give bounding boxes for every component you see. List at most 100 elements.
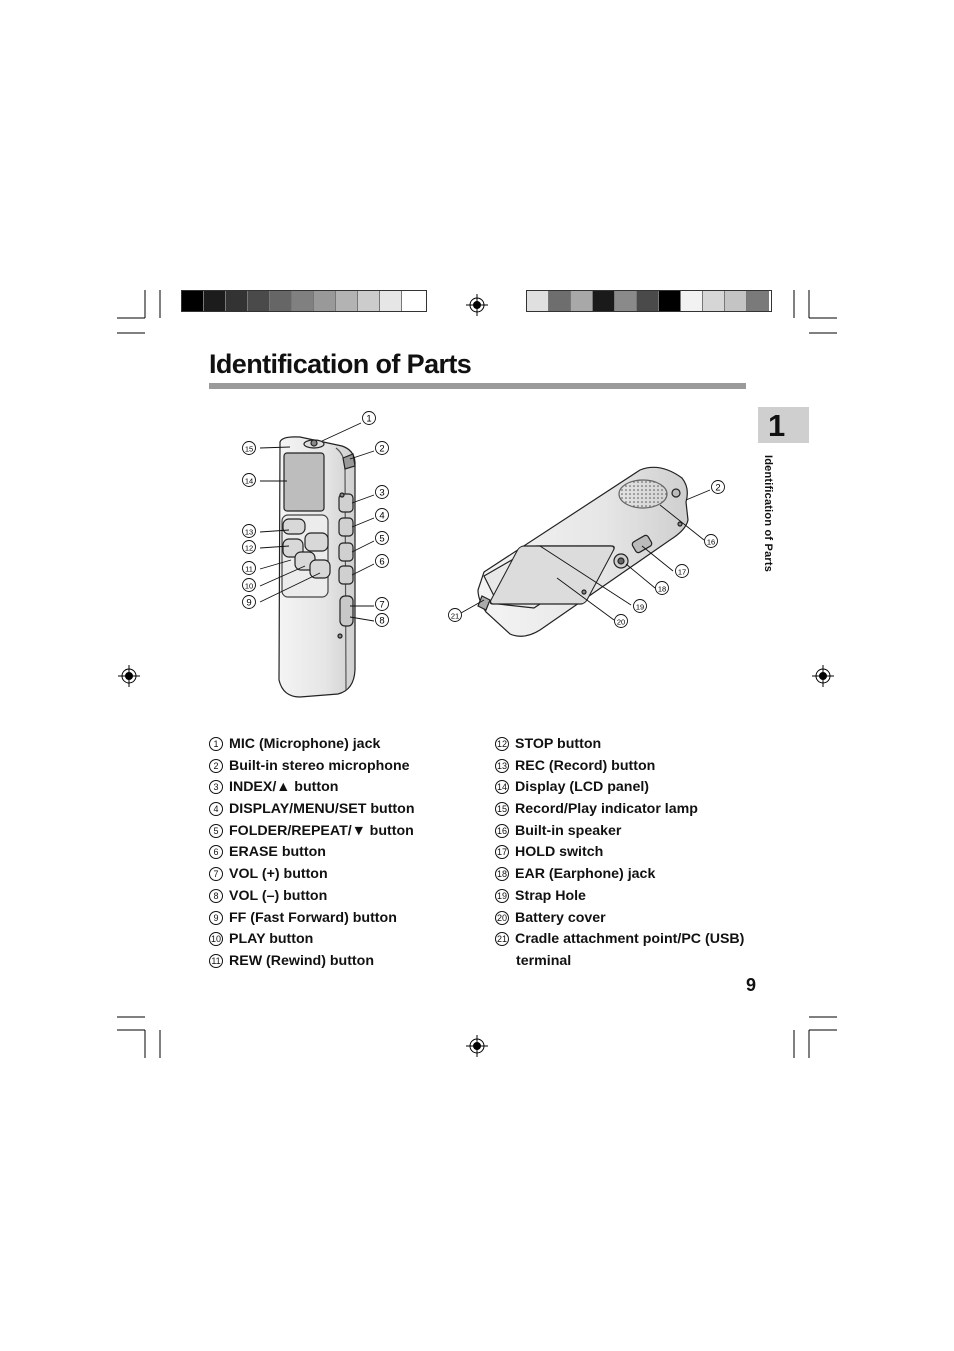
color-swatch xyxy=(725,291,747,311)
part-label: STOP button xyxy=(515,736,602,752)
svg-text:18: 18 xyxy=(658,584,666,593)
part-number: 17 xyxy=(495,845,509,860)
part-label: REW (Rewind) button xyxy=(229,952,374,969)
chapter-label: Identification of Parts xyxy=(762,455,774,573)
recorder-front-view xyxy=(278,436,356,698)
registration-mark-right xyxy=(812,665,834,687)
color-swatch xyxy=(336,291,358,311)
svg-text:17: 17 xyxy=(678,567,686,576)
part-label: Built-in speaker xyxy=(515,822,622,839)
color-swatch xyxy=(270,291,292,311)
part-item: 15 Record/Play indicator lamp xyxy=(495,799,744,821)
part-item: 16 Built-in speaker xyxy=(495,821,744,843)
part-number: 15 xyxy=(495,802,509,817)
part-number: 16 xyxy=(495,823,509,838)
callout-8: 8 xyxy=(375,613,389,627)
part-item: 3 INDEX/▲ button xyxy=(209,777,415,799)
part-item-continuation: terminal xyxy=(516,952,572,969)
svg-text:14: 14 xyxy=(245,476,253,485)
svg-text:12: 12 xyxy=(245,543,253,552)
svg-text:15: 15 xyxy=(245,444,253,453)
callout-15: 15 xyxy=(242,441,256,455)
callout-10: 10 xyxy=(242,578,256,592)
registration-mark-left xyxy=(118,665,140,687)
callout-1: 1 xyxy=(362,411,376,425)
callout-21: 21 xyxy=(448,608,462,622)
part-label: FOLDER/REPEAT/▼ button xyxy=(229,822,414,839)
registration-mark-top xyxy=(466,294,488,316)
chapter-number: 1 xyxy=(768,408,786,443)
svg-text:1: 1 xyxy=(366,413,371,424)
recorder-back-view xyxy=(477,466,689,637)
svg-text:3: 3 xyxy=(379,487,384,498)
part-number: 21 xyxy=(495,932,509,947)
color-swatch xyxy=(204,291,226,311)
callout-9: 9 xyxy=(242,595,256,609)
part-label: REC (Record) button xyxy=(515,757,656,774)
part-number: 11 xyxy=(209,953,223,968)
svg-text:20: 20 xyxy=(617,617,625,626)
color-swatch xyxy=(615,291,637,311)
svg-text:7: 7 xyxy=(379,599,384,610)
callout-12: 12 xyxy=(242,540,256,554)
color-swatch xyxy=(314,291,336,311)
part-label: ERASE button xyxy=(229,844,326,861)
title-underline xyxy=(209,383,746,389)
svg-text:8: 8 xyxy=(379,615,384,626)
color-swatch xyxy=(380,291,402,311)
callout-2: 2 xyxy=(711,480,725,494)
part-label: INDEX/▲ button xyxy=(229,779,339,796)
part-label: VOL (–) button xyxy=(229,887,328,904)
callout-3: 3 xyxy=(375,485,389,499)
battery-cover xyxy=(489,545,615,605)
part-label: FF (Fast Forward) button xyxy=(229,909,397,926)
callout-16: 16 xyxy=(704,534,718,548)
part-label: PLAY button xyxy=(229,931,314,948)
color-swatch xyxy=(593,291,615,311)
registration-mark-bottom xyxy=(466,1035,488,1057)
color-swatch xyxy=(226,291,248,311)
svg-text:5: 5 xyxy=(379,533,384,544)
part-item: 11 REW (Rewind) button xyxy=(209,951,415,973)
part-number: 2 xyxy=(209,758,223,773)
part-label: Cradle attachment point/PC (USB) xyxy=(515,931,745,948)
part-label: Built-in stereo microphone xyxy=(229,757,410,774)
part-label: Strap Hole xyxy=(515,887,586,904)
svg-text:11: 11 xyxy=(245,564,253,573)
svg-text:19: 19 xyxy=(636,602,644,611)
part-number: 9 xyxy=(209,910,223,925)
part-number: 3 xyxy=(209,780,223,795)
color-calibration-bar-right xyxy=(526,290,772,312)
svg-text:2: 2 xyxy=(715,482,720,493)
part-number: 19 xyxy=(495,888,509,903)
callout-18: 18 xyxy=(655,581,669,595)
chapter-tab: 1 xyxy=(758,407,809,443)
speaker-grille xyxy=(618,479,668,509)
svg-text:16: 16 xyxy=(707,537,715,546)
part-label: Display (LCD panel) xyxy=(515,779,650,796)
color-calibration-bar-left xyxy=(181,290,427,312)
color-swatch xyxy=(402,291,424,311)
part-number: 20 xyxy=(495,910,509,925)
color-swatch xyxy=(549,291,571,311)
part-label: VOL (+) button xyxy=(229,866,328,883)
part-label: EAR (Earphone) jack xyxy=(515,866,656,883)
color-swatch xyxy=(637,291,659,311)
part-label: Record/Play indicator lamp xyxy=(515,801,698,818)
part-label: HOLD switch xyxy=(515,844,604,861)
callout-17: 17 xyxy=(675,564,689,578)
part-number: 7 xyxy=(209,867,223,882)
